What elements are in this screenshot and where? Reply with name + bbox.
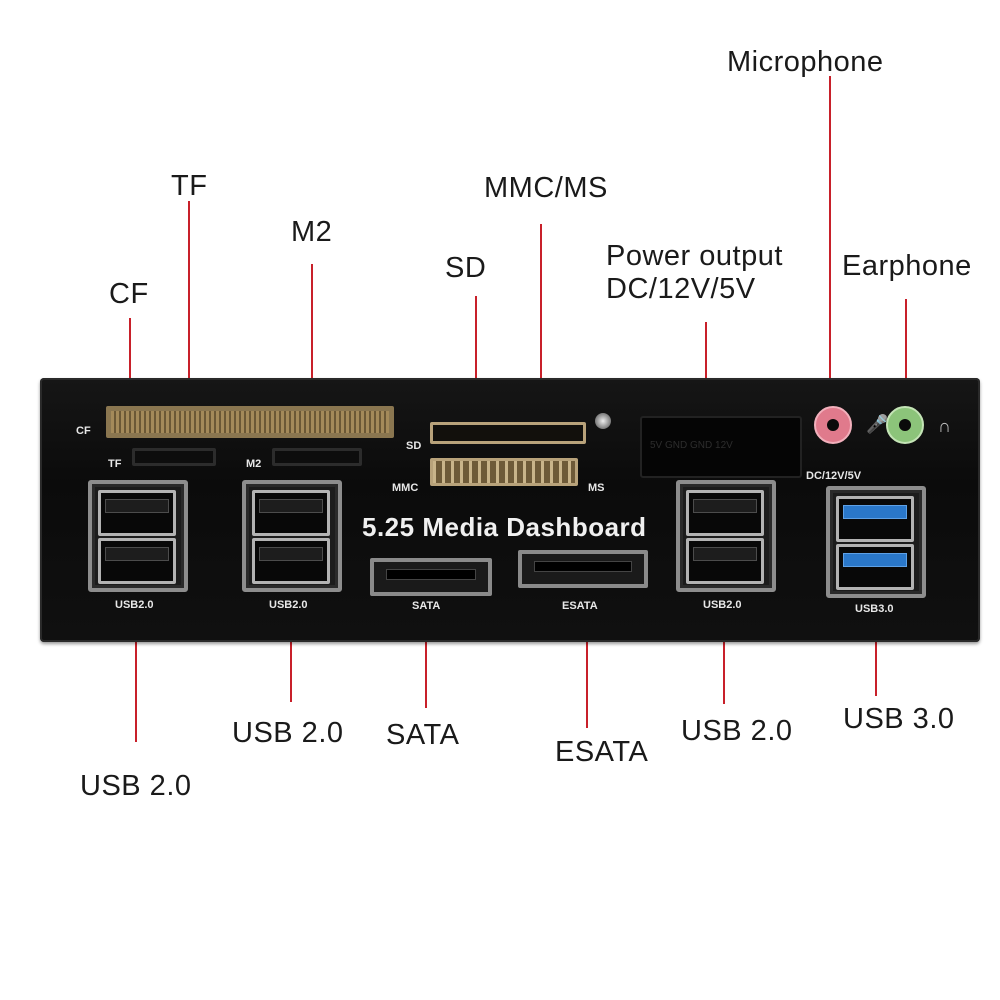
headphone-icon: ∩	[938, 416, 951, 436]
callout-mmc-ms: MMC/MS	[484, 172, 608, 204]
microphone-jack[interactable]	[814, 406, 852, 444]
activity-led	[595, 413, 611, 429]
usb30-port-group[interactable]	[826, 486, 926, 598]
cf-card-slot[interactable]	[106, 406, 394, 438]
leader-mmc-ms	[540, 224, 542, 468]
callout-sd: SD	[445, 252, 487, 284]
sd-card-slot[interactable]	[430, 422, 586, 444]
callout-earphone: Earphone	[842, 250, 972, 282]
media-dashboard-panel: CF TF M2 SD MMC MS 5V GND GND 12V 🎤 ∩ DC…	[40, 378, 980, 642]
leader-usb20-first	[135, 616, 137, 742]
tf-card-slot[interactable]	[132, 448, 216, 466]
earphone-jack[interactable]	[886, 406, 924, 444]
mmc-ms-card-slot[interactable]	[430, 458, 578, 486]
m2-card-slot[interactable]	[272, 448, 362, 466]
label-cf: CF	[76, 425, 91, 437]
leader-usb30	[875, 596, 877, 696]
label-mmc: MMC	[392, 482, 419, 494]
callout-cf: CF	[109, 278, 149, 310]
leader-usb20-third	[723, 600, 725, 704]
label-usb20-3: USB2.0	[703, 599, 742, 611]
callout-tf: TF	[171, 170, 208, 202]
leader-sata	[425, 596, 427, 708]
leader-sd	[475, 296, 477, 432]
label-tf: TF	[108, 458, 122, 470]
power-connector-text: 5V GND GND 12V	[650, 440, 733, 451]
callout-usb20-second: USB 2.0	[232, 717, 344, 749]
callout-power-line2: DC/12V/5V	[606, 273, 756, 306]
callout-power-output: Power output DC/12V/5V	[606, 240, 783, 307]
leader-microphone	[829, 76, 831, 386]
callout-sata: SATA	[386, 719, 460, 751]
callout-microphone: Microphone	[727, 46, 884, 78]
label-usb20-1: USB2.0	[115, 599, 154, 611]
callout-usb20-first: USB 2.0	[80, 770, 192, 802]
leader-earphone	[905, 299, 907, 408]
panel-title: 5.25 Media Dashboard	[362, 512, 647, 542]
label-usb20-2: USB2.0	[269, 599, 308, 611]
esata-port[interactable]	[518, 550, 648, 588]
usb20-port-group-1[interactable]	[88, 480, 188, 592]
leader-esata	[586, 590, 588, 728]
usb20-port-group-3[interactable]	[676, 480, 776, 592]
leader-usb20-second	[290, 600, 292, 702]
usb20-port-group-2[interactable]	[242, 480, 342, 592]
label-esata: ESATA	[562, 600, 598, 612]
callout-m2: M2	[291, 216, 333, 248]
label-sata: SATA	[412, 600, 441, 612]
label-sd: SD	[406, 440, 422, 452]
leader-m2	[311, 264, 313, 457]
leader-tf	[188, 201, 190, 455]
label-usb30: USB3.0	[855, 603, 894, 615]
leader-power	[705, 322, 707, 414]
label-m2: M2	[246, 458, 262, 470]
callout-esata: ESATA	[555, 736, 649, 768]
label-ms: MS	[588, 482, 605, 494]
callout-usb20-third: USB 2.0	[681, 715, 793, 747]
leader-cf	[129, 318, 131, 428]
label-dc: DC/12V/5V	[806, 470, 862, 482]
power-output-connector[interactable]: 5V GND GND 12V	[640, 416, 802, 478]
microphone-icon: 🎤	[866, 414, 889, 434]
callout-power-line1: Power output	[606, 240, 783, 272]
sata-port[interactable]	[370, 558, 492, 596]
callout-usb30: USB 3.0	[843, 703, 955, 735]
